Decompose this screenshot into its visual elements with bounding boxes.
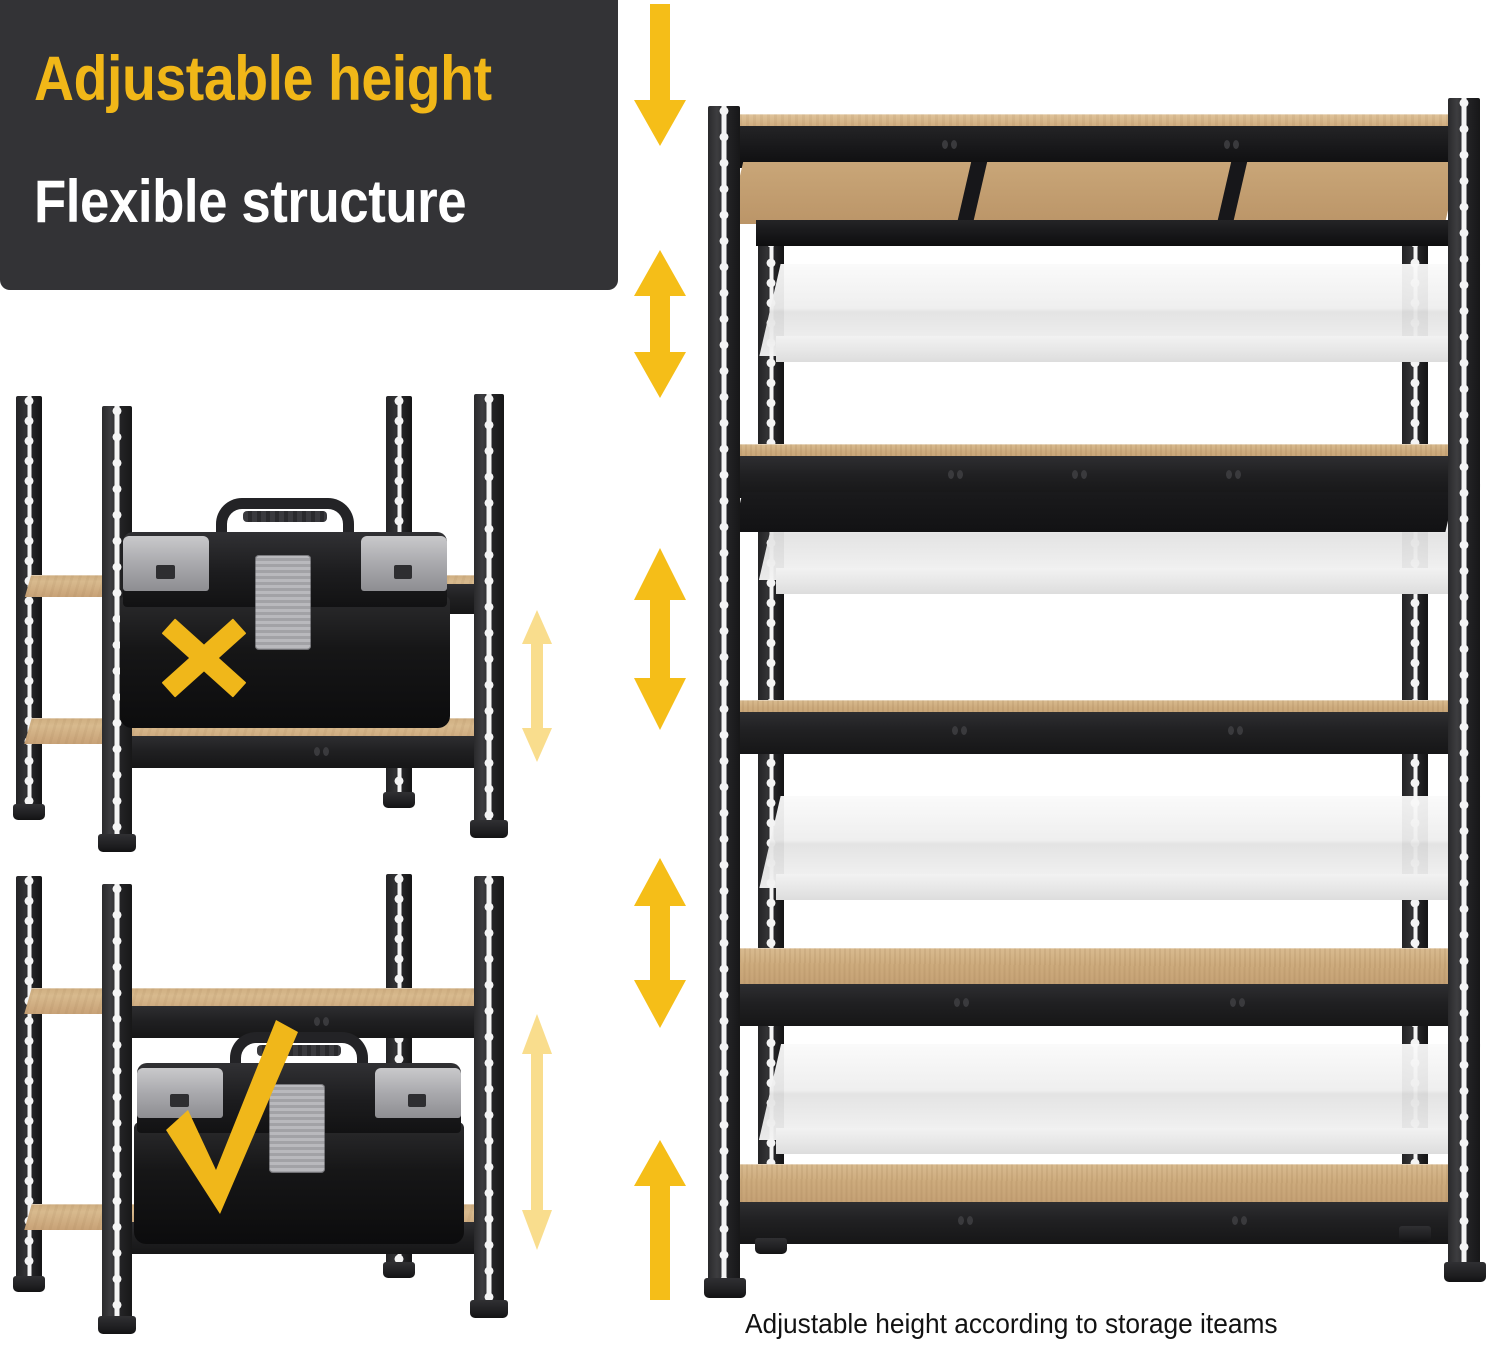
toolbox-latch-left	[137, 1067, 224, 1118]
post-slots	[719, 106, 729, 1284]
shelf-beam-tier-4	[724, 984, 1464, 1026]
shelf-beam-tier-5	[726, 1202, 1462, 1244]
arrow-down-top-icon	[634, 4, 686, 146]
foot-rear-right	[383, 792, 415, 808]
main-shelving-unit	[700, 96, 1490, 1298]
beam-rivet	[954, 998, 960, 1007]
shelf-beam-tier-2	[720, 456, 1468, 498]
post-slots	[766, 138, 776, 1244]
foot-front-right	[470, 1300, 508, 1318]
ghost-shelf-beam-3	[776, 874, 1476, 900]
beam-rivet	[1226, 470, 1232, 479]
toolbox-handle	[229, 1031, 369, 1083]
shelf-underside-tier-2	[733, 492, 1455, 532]
shelf-underside-tier-1	[728, 162, 1460, 224]
post-slots	[1459, 98, 1469, 1268]
cross-mark-icon	[156, 610, 252, 706]
foot-rear-left	[13, 1276, 45, 1292]
bottom-caption: Adjustable height according to storage i…	[745, 1308, 1278, 1339]
toolbox-center-clasp	[269, 1084, 326, 1173]
header-banner: Adjustable height Flexible structure	[0, 0, 618, 290]
front-post-right	[474, 876, 504, 1304]
toolbox-handle-grip	[257, 1044, 341, 1056]
ghost-shelf-position-4	[758, 1044, 1482, 1140]
gap-arrow-short-icon	[522, 610, 552, 762]
foot-front-right	[470, 820, 508, 838]
arrow-updown-1-icon	[634, 250, 686, 398]
panel-correct-example	[8, 862, 552, 1334]
post-slots	[1410, 138, 1420, 1232]
shelf-beam-tier-1	[718, 126, 1470, 168]
ghost-shelf-beam-2	[776, 568, 1476, 594]
foot-front-right	[1444, 1262, 1486, 1282]
post-slots	[112, 884, 122, 1320]
beam-rivet	[314, 1017, 320, 1026]
beam-rivet	[1228, 726, 1234, 735]
post-slots	[112, 406, 122, 838]
beam-rivet	[942, 140, 948, 149]
front-post-left	[708, 106, 740, 1284]
post-slots	[24, 396, 34, 808]
shelf-beam-tier-3	[722, 712, 1466, 754]
beam-rivet	[958, 1216, 964, 1225]
adjustment-arrow-column	[630, 0, 720, 1300]
foot-front-left	[704, 1278, 746, 1298]
foot-rear-left	[755, 1238, 787, 1254]
shelf-board-tier-5	[726, 1164, 1462, 1206]
front-post-right	[474, 394, 504, 824]
toolbox-latch-right	[360, 536, 447, 592]
beam-rivet	[952, 726, 958, 735]
beam-rivet	[1232, 1216, 1238, 1225]
ghost-shelf-beam-1	[776, 336, 1476, 362]
foot-front-left	[98, 834, 136, 852]
front-post-left	[102, 884, 132, 1320]
shelf-rear-beam-tier-1	[756, 220, 1456, 246]
toolbox-correct	[134, 1031, 464, 1244]
arrow-updown-2-icon	[634, 548, 686, 730]
foot-rear-left	[13, 804, 45, 820]
toolbox-wrong	[120, 497, 450, 728]
front-post-right	[1448, 98, 1480, 1268]
toolbox-latch-left	[123, 536, 210, 592]
beam-rivet	[314, 747, 320, 756]
toolbox-center-clasp	[255, 554, 312, 651]
banner-headline-primary: Adjustable height	[34, 44, 492, 114]
lower-shelf-beam	[104, 736, 504, 768]
foot-rear-right	[383, 1262, 415, 1278]
beam-rivet	[1230, 998, 1236, 1007]
arrow-up-bottom-icon	[634, 1140, 686, 1300]
gap-arrow-tall-icon	[522, 1014, 552, 1250]
post-slots	[484, 876, 494, 1304]
foot-rear-right	[1399, 1226, 1431, 1242]
panel-wrong-example	[8, 388, 552, 858]
ghost-shelf-beam-4	[776, 1128, 1476, 1154]
beam-rivet	[948, 470, 954, 479]
toolbox-handle	[215, 497, 355, 553]
toolbox-handle-grip	[243, 510, 327, 522]
beam-rivet	[1072, 470, 1078, 479]
toolbox-latch-right	[374, 1067, 461, 1118]
foot-front-left	[98, 1316, 136, 1334]
tick-mark-icon	[166, 1020, 298, 1214]
banner-headline-secondary: Flexible structure	[34, 168, 467, 235]
beam-rivet	[1224, 140, 1230, 149]
shelf-board-tier-4	[724, 948, 1464, 988]
post-slots	[484, 394, 494, 824]
rear-post-left	[16, 396, 42, 808]
arrow-updown-3-icon	[634, 858, 686, 1028]
post-slots	[24, 876, 34, 1280]
